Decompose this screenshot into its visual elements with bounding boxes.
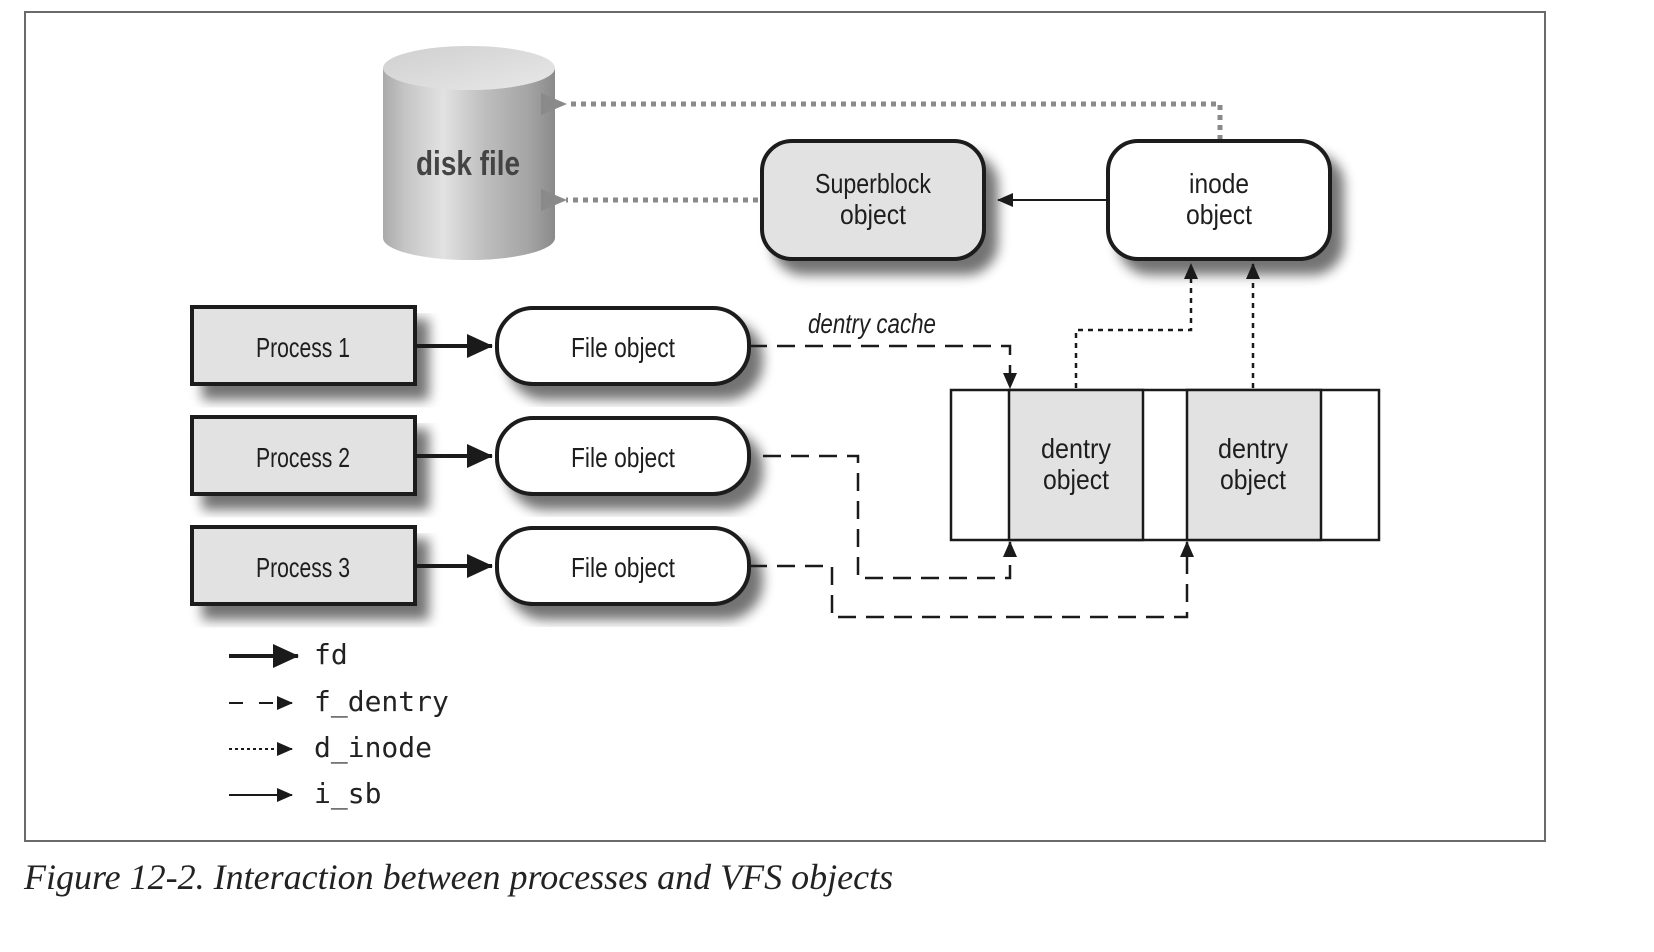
dentry-cache-table [949, 388, 1381, 542]
dentry-2-label-line1: dentry [1218, 433, 1288, 464]
disk-file-cylinder: disk file [383, 46, 555, 260]
process-1-box [190, 305, 417, 386]
superblock-label-line2: object [840, 199, 906, 230]
dentry-object-2 [1185, 388, 1323, 542]
figure-caption: Figure 12-2. Interaction between process… [24, 857, 894, 897]
dentry-cache-label: dentry cache [808, 308, 936, 339]
file-object-1-label: File object [571, 332, 675, 363]
legend-d-inode-label: d_inode [314, 731, 432, 765]
legend: fd f_dentry d_inode i_sb [229, 638, 449, 811]
superblock-label-line1: Superblock [815, 168, 932, 199]
process-3-label: Process 3 [256, 552, 350, 583]
process-2-label: Process 2 [256, 442, 350, 473]
dentry-1-label-line1: dentry [1041, 433, 1111, 464]
f-dentry-arrow-3 [749, 541, 1194, 619]
legend-i-sb-label: i_sb [314, 777, 381, 811]
f-dentry-arrow-2 [763, 454, 1017, 580]
dentry-object-1 [1007, 388, 1145, 542]
inode-label-line1: inode [1189, 168, 1249, 199]
f-dentry-arrow-1 [749, 344, 1017, 389]
file-object-2-label: File object [571, 442, 675, 473]
file-object-2 [495, 416, 751, 496]
process-1-label: Process 1 [256, 332, 350, 363]
process-2-box [190, 415, 417, 496]
dentry-2-label-line2: object [1220, 464, 1286, 495]
inode-to-disk-arrow [541, 93, 1223, 140]
dentry-1-label-line2: object [1043, 464, 1109, 495]
inode-label-line2: object [1186, 199, 1252, 230]
legend-fd-label: fd [314, 638, 348, 671]
superblock-object [760, 139, 986, 261]
file-object-3-label: File object [571, 552, 675, 583]
disk-file-label: disk file [416, 145, 520, 183]
legend-f-dentry-label: f_dentry [314, 685, 449, 719]
